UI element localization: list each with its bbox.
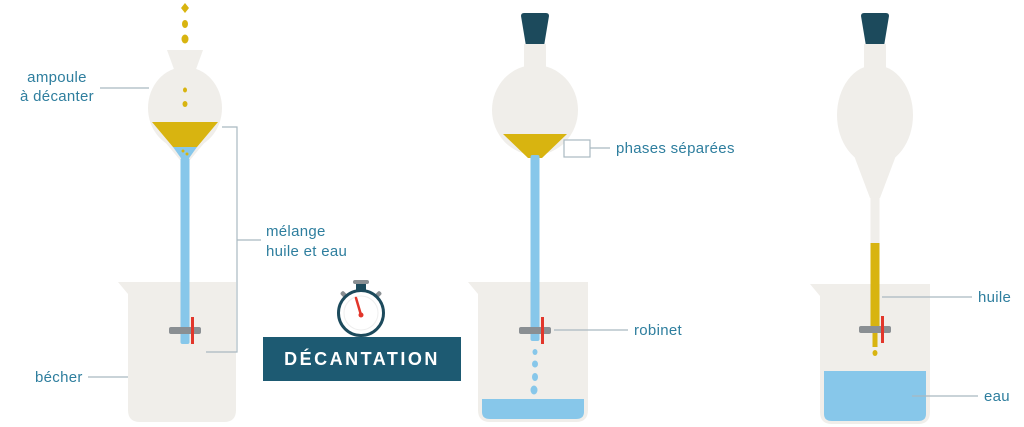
oil-layer (152, 122, 218, 147)
center-title-group: DÉCANTATION (263, 280, 461, 381)
label-becher: bécher (35, 369, 83, 386)
funnel-cone (850, 145, 900, 198)
funnel-bulb (837, 65, 913, 165)
label-eau: eau (984, 388, 1010, 405)
water-drop (532, 360, 538, 368)
bracket-phases (563, 139, 591, 158)
funnel-neck (524, 44, 546, 72)
oil-drop (181, 34, 189, 44)
funnel-stem-water (530, 155, 540, 341)
label-ampoule-line1: ampoule (27, 69, 87, 86)
funnel-neck (864, 44, 886, 72)
water-in-beaker (824, 371, 926, 421)
water-layer (173, 147, 197, 161)
stopcock-right (859, 326, 891, 333)
stage-1-mixture: ampoule à décanter mélange huile et eau … (20, 3, 347, 422)
water-drop (532, 349, 538, 355)
water-drop (532, 373, 538, 381)
stopcock-middle (519, 327, 551, 334)
oil-drop (872, 350, 878, 356)
oil-drop (182, 20, 188, 28)
oil-layer (503, 134, 567, 158)
stopwatch-crown (356, 283, 366, 291)
label-huile: huile (978, 289, 1011, 306)
water-drop (530, 385, 538, 395)
stage-2-separated: phases séparées robinet (468, 13, 735, 422)
label-robinet: robinet (634, 322, 682, 339)
beaker-middle (468, 282, 588, 422)
oil-droplet (185, 152, 189, 156)
oil-below-stopcock (872, 333, 878, 347)
stopwatch-pivot (358, 312, 364, 318)
label-melange-line1: mélange (266, 223, 326, 240)
stopcock-valve (541, 317, 544, 344)
water-in-beaker (482, 399, 584, 419)
label-ampoule-line2: à décanter (20, 88, 94, 105)
funnel-stem-water (180, 158, 190, 344)
title-box (263, 337, 461, 381)
label-phases: phases séparées (616, 140, 735, 157)
oil-drop (182, 101, 188, 107)
oil-drop (183, 87, 187, 93)
stage-3-drained: huile eau (810, 13, 1011, 424)
stopwatch-hand (354, 296, 363, 317)
stopper-middle (521, 13, 549, 46)
diagram-title: DÉCANTATION (284, 348, 440, 369)
stopwatch-ring (343, 295, 379, 331)
stopcock-valve (191, 317, 194, 344)
stopwatch-icon (337, 280, 385, 337)
funnel-stem-oil (870, 243, 880, 333)
stopcock-left (169, 327, 201, 334)
funnel-mouth (167, 50, 203, 72)
funnel-bulb (492, 65, 578, 155)
stopcock-valve (881, 316, 884, 343)
stopper-right (861, 13, 889, 46)
oil-droplet (181, 149, 185, 153)
oil-drop (181, 3, 189, 13)
funnel-stem-empty (870, 195, 880, 247)
label-melange-line2: huile et eau (266, 243, 347, 260)
stopwatch-cap (353, 280, 369, 284)
beaker-left (118, 282, 236, 422)
